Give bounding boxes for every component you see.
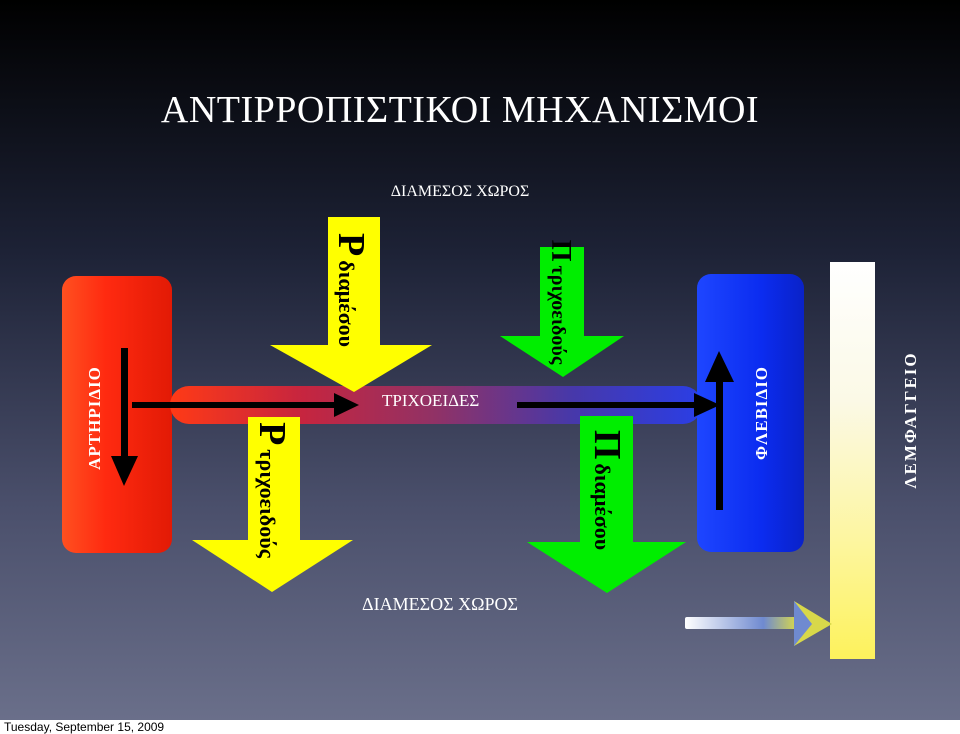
p-interstitial-text: P διαμέσου (330, 233, 372, 347)
lymph-drainage-arrow (685, 601, 832, 646)
pi-interstitial-arrow (527, 416, 686, 593)
footer-date: Tuesday, September 15, 2009 (0, 720, 960, 734)
p-capillary-arrow (192, 417, 353, 592)
arteriole-block (62, 276, 172, 553)
arteriole-label: ΑΡΤΗΡΙΔΙΟ (85, 366, 104, 470)
pi-capillary-text: Π τριχοειδούς (545, 239, 576, 365)
slide-title: ΑΝΤΙΡΡΟΠΙΣΤΙΚΟΙ ΜΗΧΑΝΙΣΜΟΙ (160, 89, 760, 131)
p-capillary-text: P τριχοειδούς (251, 422, 293, 558)
capillary-inflow-arrow (132, 393, 359, 417)
capillary-label: ΤΡΙΧΟΕΙΔΕΣ (382, 391, 480, 410)
arteriole-flow-arrow (111, 348, 138, 486)
interstitial-space-top-label: ΔΙΑΜΕΣΟΣ ΧΩΡΟΣ (390, 183, 530, 200)
lymphatic-label: ΛΕΜΦΑΓΓΕΙΟ (901, 351, 920, 489)
venule-block (697, 274, 804, 552)
interstitial-space-bottom-label: ΔΙΑΜΕΣΟΣ ΧΩΡΟΣ (362, 594, 518, 614)
p-interstitial-arrow (270, 217, 432, 392)
venule-label: ΦΛΕΒΙΔΙΟ (752, 365, 771, 461)
venule-flow-arrow (705, 351, 734, 510)
pi-capillary-arrow (500, 247, 624, 377)
capillary-outflow-arrow (517, 393, 720, 417)
pi-interstitial-text: Π διαμέσου (586, 429, 628, 551)
lymphatic-vessel (830, 262, 875, 659)
